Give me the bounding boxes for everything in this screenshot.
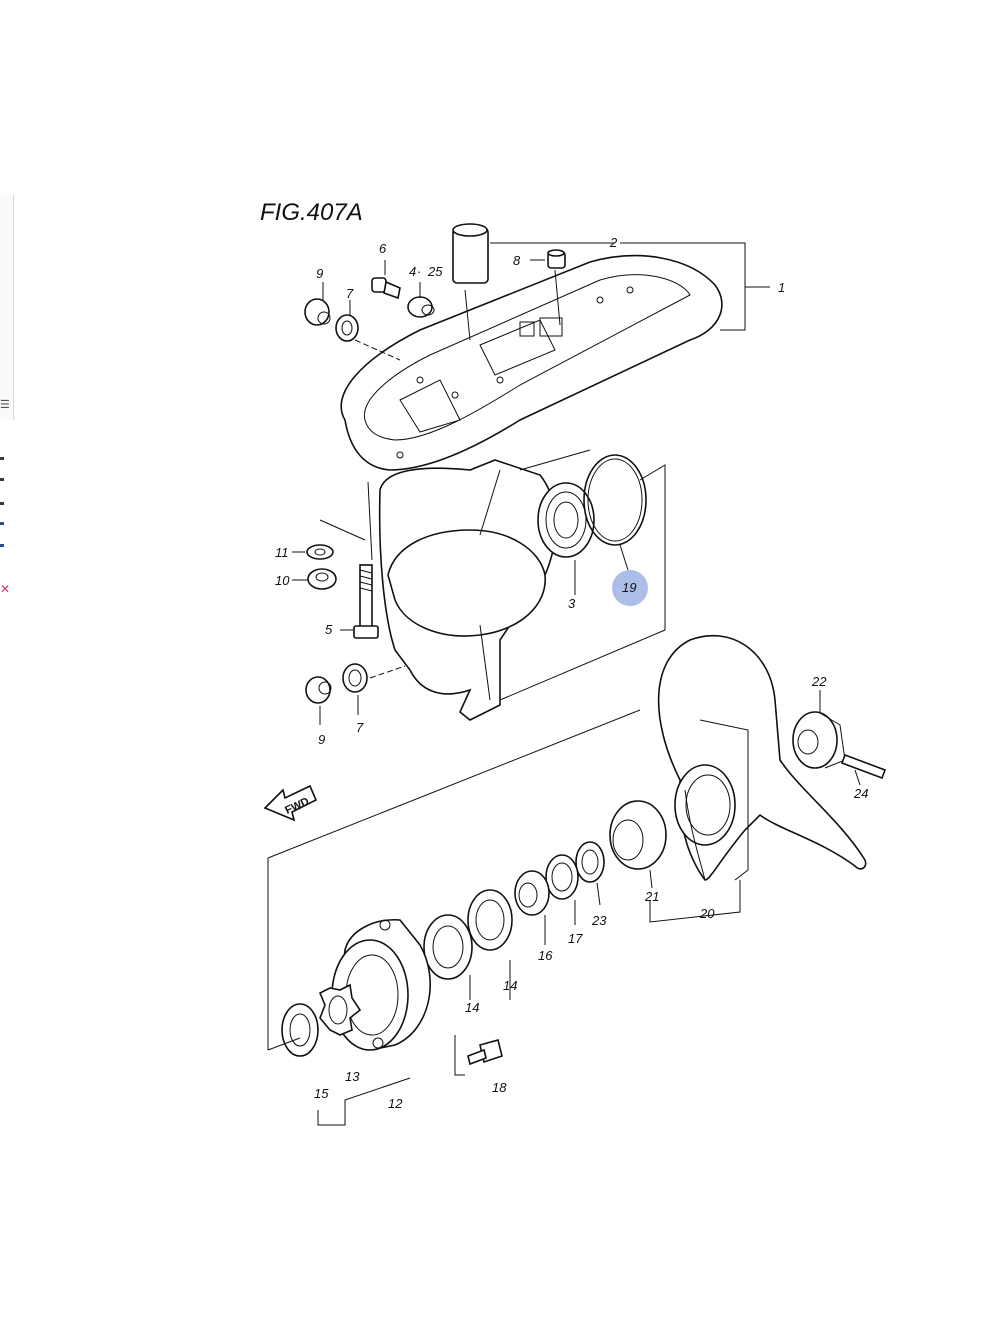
bolt (305, 676, 332, 704)
oil-seal (281, 1003, 319, 1057)
callout-17[interactable]: 17 (568, 931, 583, 946)
propeller (657, 634, 867, 881)
fwd-direction-arrow: FWD (263, 784, 318, 822)
callout-10[interactable]: 10 (275, 573, 290, 588)
gear-case (340, 254, 723, 721)
washer (575, 841, 605, 883)
bearing (423, 914, 473, 980)
callout-13[interactable]: 13 (345, 1069, 360, 1084)
callout-18[interactable]: 18 (492, 1080, 507, 1095)
callout-14-right[interactable]: 14 (503, 978, 517, 993)
callout-4[interactable]: 4 (409, 264, 416, 279)
callout-7-top[interactable]: 7 (346, 286, 354, 301)
callout-7-bottom[interactable]: 7 (356, 720, 364, 735)
propeller-nut (792, 711, 846, 769)
callout-11[interactable]: 11 (275, 545, 289, 560)
washer (342, 663, 368, 693)
bearing (537, 482, 595, 558)
panel-marker (0, 522, 4, 525)
bolt (304, 298, 331, 326)
highlight-marker[interactable] (612, 570, 648, 606)
callout-25[interactable]: 25 (427, 264, 443, 279)
callout-22[interactable]: 22 (811, 674, 827, 689)
callout-15[interactable]: 15 (314, 1086, 329, 1101)
callout-14-left[interactable]: 14 (465, 1000, 479, 1015)
callout-5[interactable]: 5 (325, 622, 333, 637)
bolt (371, 277, 401, 300)
pin (547, 249, 566, 269)
side-panel-edge: ☰ ✕ (0, 195, 14, 595)
washer (545, 854, 579, 900)
menu-icon[interactable]: ☰ (0, 399, 10, 411)
svg-text:·: · (417, 264, 421, 279)
callout-2[interactable]: 2 (609, 235, 618, 250)
sleeve (452, 223, 489, 284)
bolt (467, 1039, 503, 1066)
callout-21[interactable]: 21 (644, 889, 659, 904)
callout-16[interactable]: 16 (538, 948, 553, 963)
callout-1[interactable]: 1 (778, 280, 785, 295)
callout-20[interactable]: 20 (699, 906, 715, 921)
thrust-washer (514, 870, 550, 916)
close-icon[interactable]: ✕ (0, 582, 11, 596)
stud-bolt (353, 564, 379, 639)
figure-title: FIG.407A (260, 199, 363, 226)
bearing (467, 889, 513, 951)
callout-6[interactable]: 6 (379, 241, 387, 256)
callout-19[interactable]: 19 (622, 580, 636, 595)
panel-marker (0, 478, 4, 481)
panel-marker (0, 457, 4, 460)
callout-23[interactable]: 23 (591, 913, 607, 928)
callout-8[interactable]: 8 (513, 253, 521, 268)
o-ring (583, 454, 647, 546)
callout-9-bottom[interactable]: 9 (318, 732, 325, 747)
washer (335, 314, 359, 342)
panel-marker (0, 502, 4, 505)
callout-3[interactable]: 3 (568, 596, 576, 611)
lock-washer (318, 983, 362, 1036)
nut (307, 568, 337, 590)
callout-9-top[interactable]: 9 (316, 266, 323, 281)
cotter-pin (840, 753, 887, 780)
washer (306, 544, 334, 560)
panel-marker (0, 544, 4, 547)
callout-24[interactable]: 24 (853, 786, 868, 801)
collar (407, 296, 435, 318)
callout-12[interactable]: 12 (388, 1096, 403, 1111)
spacer (609, 800, 667, 870)
